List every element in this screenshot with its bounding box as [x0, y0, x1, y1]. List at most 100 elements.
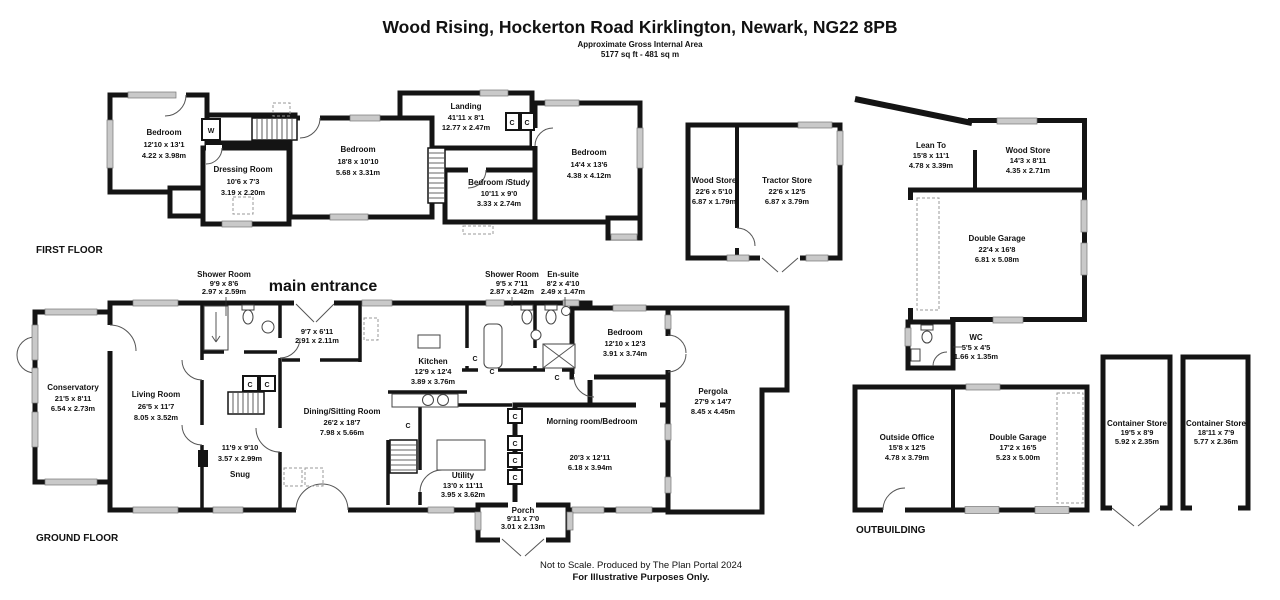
room-dims-m: 6.87 x 3.79m [765, 197, 810, 206]
wardrobe-label: W [208, 128, 215, 135]
outbuilding-label: OUTBUILDING [856, 525, 926, 536]
room-label: Dining/Sitting Room [304, 407, 381, 416]
toilet-icon [544, 304, 558, 311]
ff-room-labels: Bedroom 12'10 x 13'1 4.22 x 3.98m Dressi… [142, 102, 612, 208]
page-subtitle: Approximate Gross Internal Area [577, 40, 703, 49]
room-dims-ft: 15'8 x 12'5 [889, 443, 926, 452]
room-dims-m: 3.89 x 3.76m [411, 377, 456, 386]
closet-label: C [554, 375, 559, 382]
gf-fixtures [198, 304, 576, 487]
room-dims-ft: 9'9 x 8'6 [210, 279, 239, 288]
room-dims-ft: 14'4 x 13'6 [571, 160, 608, 169]
bath-icon [483, 323, 503, 369]
room-dims-m: 3.19 x 2.20m [221, 188, 266, 197]
room-dims-ft: 27'9 x 14'7 [695, 397, 732, 406]
room-label: Bedroom /Study [468, 178, 530, 187]
footer: Not to Scale. Produced by The Plan Porta… [540, 560, 742, 583]
room-dims-ft: 12'10 x 12'3 [604, 339, 645, 348]
gf-windows [31, 299, 672, 531]
header: Wood Rising, Hockerton Road Kirklington,… [382, 17, 897, 59]
room-dims-m: 4.35 x 2.71m [1006, 166, 1051, 175]
room-dims-m: 6.81 x 5.08m [975, 255, 1020, 264]
gf-closet-2 [259, 375, 276, 392]
closet-label: C [405, 423, 410, 430]
room-label: Snug [230, 470, 250, 479]
first-floor-plan: W C C Bedroom 12'10 x 13'1 4.22 x 3.98m … [36, 89, 644, 256]
room-dims-ft: 13'0 x 11'11 [443, 481, 483, 490]
room-dims-m: 2.49 x 1.47m [541, 287, 586, 296]
outbuilding-plan: Outside Office 15'8 x 12'5 4.78 x 3.79m … [852, 383, 1090, 536]
room-dims-m: 8.05 x 3.52m [134, 413, 179, 422]
room-label: Pergola [698, 387, 728, 396]
room-label: Porch [512, 506, 535, 515]
room-dims-ft: 22'6 x 12'5 [769, 187, 806, 196]
closet-label: C [264, 382, 269, 389]
room-ff-dressing [200, 145, 292, 227]
ff-wardrobes [232, 102, 494, 235]
room-dims-ft: 18'11 x 7'9 [1198, 428, 1235, 437]
toilet-icon [920, 324, 934, 331]
kitchen-island [417, 334, 441, 349]
room-dims-ft: 22'4 x 16'8 [979, 245, 1016, 254]
closet-label: C [512, 458, 517, 465]
closet-label: C [524, 120, 529, 127]
outbuilding-block [852, 384, 1090, 513]
utility-closet-1 [507, 408, 523, 424]
room-label: Conservatory [47, 383, 99, 392]
room-label: Container Store [1107, 419, 1168, 428]
room-label: Dressing Room [213, 165, 272, 174]
room-dims-ft: 12'9 x 12'4 [415, 367, 453, 376]
room-dims-ft: 9'7 x 6'11 [301, 327, 333, 336]
room-dims-m: 3.91 x 3.74m [603, 349, 648, 358]
room-dims-m: 5.23 x 5.00m [996, 453, 1041, 462]
room-dims-m: 3.57 x 2.99m [218, 454, 263, 463]
room-label: Living Room [132, 390, 180, 399]
garage-door-track [916, 197, 940, 311]
room-dims-ft: 8'2 x 4'10 [547, 279, 580, 288]
room-label: Bedroom [340, 145, 375, 154]
room-label: Wood Store [692, 176, 737, 185]
fireplace-icon [198, 450, 208, 467]
room-dims-ft: 41'11 x 8'1 [448, 113, 485, 122]
gf-staircase-left [227, 391, 265, 415]
room-dims-ft: 17'2 x 16'5 [1000, 443, 1037, 452]
container-stores-plan: Container Store 19'5 x 8'9 5.92 x 2.35m … [1100, 354, 1251, 527]
room-dims-ft: 14'3 x 8'11 [1010, 156, 1047, 165]
page-title: Wood Rising, Hockerton Road Kirklington,… [382, 17, 897, 37]
utility-closet-3 [507, 452, 523, 468]
room-label: Bedroom [571, 148, 606, 157]
room-dims-m: 7.98 x 5.66m [320, 428, 365, 437]
ff-wardrobe-closet [201, 118, 221, 141]
room-dims-ft: 21'5 x 8'11 [55, 394, 92, 403]
gf-room-labels: main entrance Shower Room 9'9 x 8'6 2.97… [47, 270, 735, 531]
room-label: Tractor Store [762, 176, 812, 185]
closet-label: C [509, 120, 514, 127]
closet-label: C [247, 382, 252, 389]
room-dims-ft: 5'5 x 4'5 [962, 343, 991, 352]
room-label: Lean To [916, 141, 946, 150]
ff-closet-2 [520, 112, 535, 131]
room-ff-bedroom-left [107, 92, 210, 195]
room-label: Bedroom [146, 128, 181, 137]
ground-floor-plan: C C C C C C C C C C main entrance Shower… [16, 270, 790, 557]
sink-icon [910, 348, 921, 362]
room-dims-ft: 18'8 x 10'10 [337, 157, 378, 166]
sink-icon [561, 306, 571, 316]
gf-wall-gaps [107, 300, 672, 544]
room-dims-ft: 11'9 x 9'10 [222, 443, 259, 452]
utility-closet-4 [507, 469, 523, 485]
room-dims-ft: 26'2 x 18'7 [324, 418, 361, 427]
room-dims-m: 6.87 x 1.79m [692, 197, 737, 206]
room-dims-ft: 20'3 x 12'11 [570, 453, 611, 462]
toilet-icon [520, 304, 534, 311]
room-store-block [685, 122, 843, 261]
wood-tractor-store-plan: Wood Store 22'6 x 5'10 6.87 x 1.79m Trac… [685, 121, 844, 273]
sink-icon [530, 329, 542, 341]
room-label: Morning room/Bedroom [546, 417, 637, 426]
room-dims-ft: 19'5 x 8'9 [1121, 428, 1154, 437]
utility-closet-2 [507, 435, 523, 451]
room-dims-m: 6.54 x 2.73m [51, 404, 96, 413]
room-label: Double Garage [969, 234, 1026, 243]
main-entrance-label: main entrance [269, 278, 378, 295]
